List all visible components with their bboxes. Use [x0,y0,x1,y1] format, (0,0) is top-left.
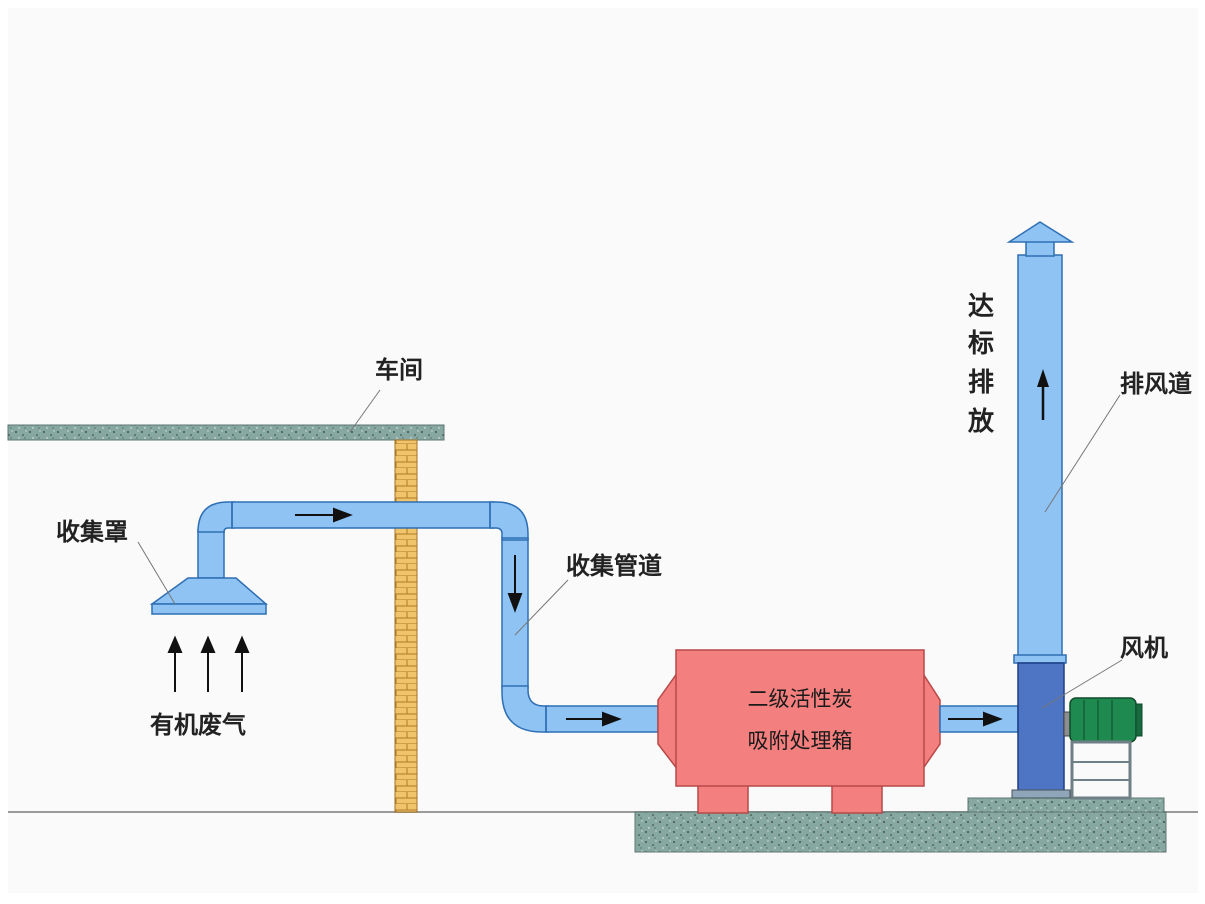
label-pipe: 收集管道 [566,552,662,580]
motor-stand [1070,740,1132,800]
arrow-right-icon [983,711,1003,727]
background-panel [8,8,1198,893]
rain-cap [1006,221,1075,243]
fan-pedestal [967,797,1165,813]
box-label-line2: 吸附处理箱 [748,729,853,753]
leader-lines [137,389,1123,709]
box-label-line1: 二级活性炭 [748,687,853,711]
motor-body [1069,697,1137,743]
label-discharge: 达 标 排 放 [967,292,995,437]
ceiling-slab [7,424,445,441]
arrow-up-icon [200,635,216,653]
stack-pipe [1017,254,1063,664]
discharge-char-1: 达 [968,292,994,322]
exhaust-stack [1006,221,1075,664]
box-leg-left [697,782,749,814]
discharge-char-4: 放 [967,406,995,437]
arrow-right-icon [333,507,353,523]
arrow-down-icon [507,593,523,613]
arrow-up-icon [234,635,250,653]
fan-base-plate [1011,789,1071,799]
hood-neck [197,529,225,579]
duct-flow-arrows [295,507,622,727]
collection-duct [197,501,659,733]
fan-housing [1017,662,1065,794]
fan-motor [1063,697,1143,800]
arrow-right-icon [602,711,622,727]
collection-hood [149,577,269,615]
arrow-up-icon [167,635,183,653]
label-exhaust-duct: 排风道 [1120,370,1192,398]
arrow-up-icon [1037,369,1049,387]
box-body [675,649,925,787]
discharge-char-2: 标 [968,329,994,359]
label-workshop: 车间 [375,356,423,384]
label-hood: 收集罩 [56,518,128,546]
duct-flow-arrow-fan [948,711,1003,727]
stack-flange [1013,654,1067,664]
foundation [634,811,1167,853]
brick-column [394,439,418,813]
duct-horizontal-top [231,501,495,529]
carbon-adsorption-box: 二级活性炭 吸附处理箱 [657,649,941,814]
gas-inflow-arrows [167,635,250,692]
box-leg-right [831,782,883,814]
label-organic-gas: 有机废气 [150,711,246,739]
label-fan: 风机 [1120,634,1168,662]
discharge-char-3: 排 [968,368,994,398]
